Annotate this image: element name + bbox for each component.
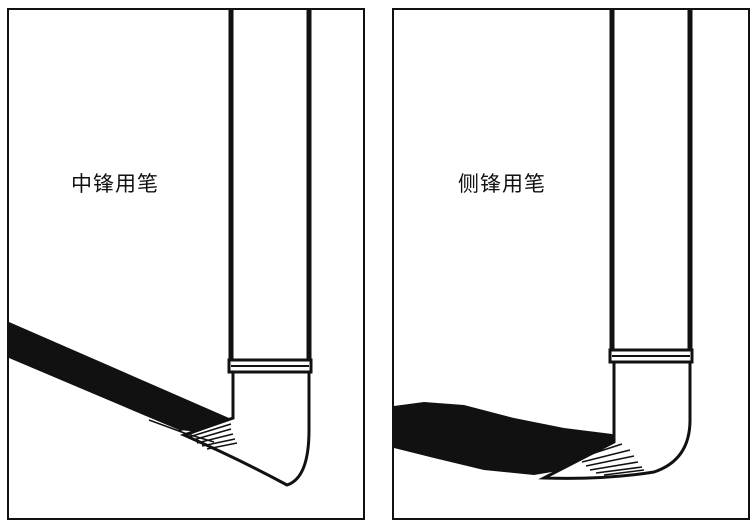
ink-stroke [394, 402, 626, 475]
panel-center-tip: 中锋用笔 [7, 8, 365, 520]
side-tip-brush-illustration [394, 10, 694, 480]
brush-handle [609, 10, 693, 355]
brush-head [538, 360, 692, 480]
brush-bristles [578, 443, 645, 476]
panel-label: 中锋用笔 [71, 172, 159, 196]
ink-stroke [9, 322, 231, 435]
panel-side-tip: 侧锋用笔 [392, 8, 750, 520]
brush-bristles [178, 417, 238, 450]
center-tip-brush-illustration [9, 10, 313, 487]
panel-label: 侧锋用笔 [458, 172, 546, 196]
brush-handle [228, 10, 312, 365]
